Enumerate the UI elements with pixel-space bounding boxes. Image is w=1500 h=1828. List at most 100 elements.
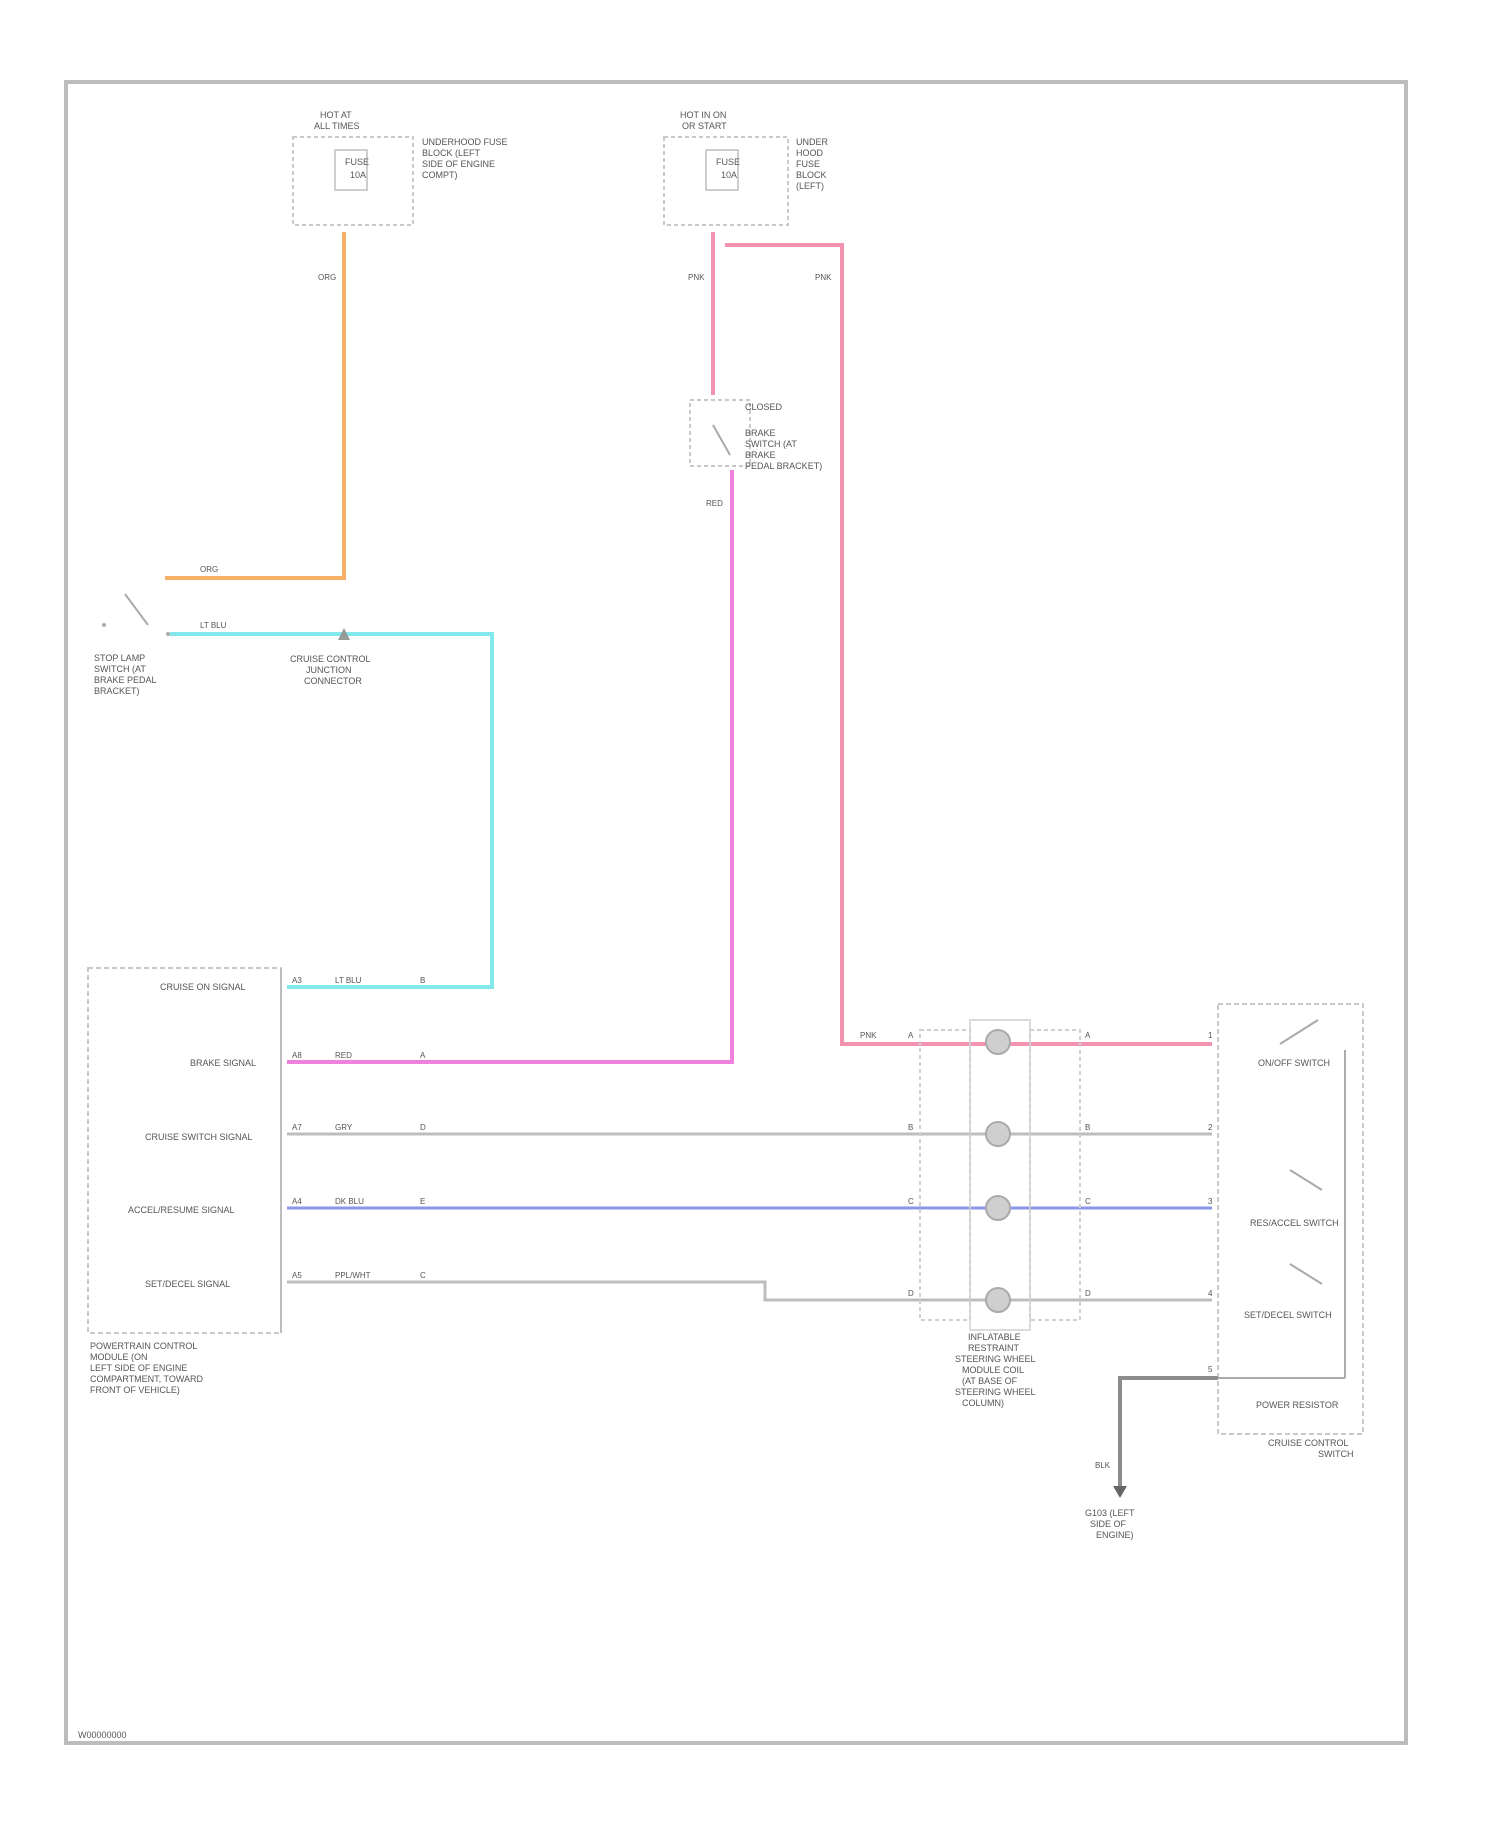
pcm-pin-label-2: BRAKE SIGNAL [190, 1058, 256, 1068]
clock-spring-coil-4 [986, 1288, 1010, 1312]
brake-switch-label-4: BRAKE [745, 450, 776, 460]
ground-symbol [1113, 1486, 1127, 1498]
wire-label-ground: BLK [1095, 1461, 1111, 1470]
wire-label-cyan-top: LT BLU [200, 621, 227, 630]
setdecel-switch-label: SET/DECEL SWITCH [1244, 1310, 1332, 1320]
wire-pink-right [725, 245, 1212, 1044]
sw-pin-5: 5 [1208, 1365, 1213, 1374]
pcm-conn-5: C [420, 1271, 426, 1280]
junction-connector-label-3: CONNECTOR [304, 676, 362, 686]
fuse-right-side-2: HOOD [796, 148, 824, 158]
junction-connector-label-1: CRUISE CONTROL [290, 654, 371, 664]
pcm-label-4: COMPARTMENT, TOWARD [90, 1374, 204, 1384]
cruise-switch-label-1: CRUISE CONTROL [1268, 1438, 1349, 1448]
clock-spring-right-conn [1030, 1030, 1080, 1320]
wire-label-pink-right: PNK [860, 1031, 877, 1040]
clock-spring-pin-a: A [908, 1031, 914, 1040]
clock-spring-coil-2 [986, 1122, 1010, 1146]
clock-spring-pin-b2: B [1085, 1123, 1090, 1132]
fuse-left-side-2: BLOCK (LEFT [422, 148, 481, 158]
clock-spring-pin-c: C [908, 1197, 914, 1206]
wire-label-gray: GRY [335, 1123, 353, 1132]
pcm-pin-label-4: ACCEL/RESUME SIGNAL [128, 1205, 235, 1215]
brake-switch-label-1: CLOSED [745, 402, 783, 412]
stop-lamp-switch-pivot [102, 623, 106, 627]
wire-label-orange-vertical: ORG [318, 273, 336, 282]
pcm-label-2: MODULE (ON [90, 1352, 148, 1362]
footer-code: W00000000 [78, 1730, 127, 1740]
clock-spring-pin-d: D [908, 1289, 914, 1298]
wire-label-pink-left-vertical: PNK [688, 273, 705, 282]
pcm-pin-label-5: SET/DECEL SIGNAL [145, 1279, 230, 1289]
wire-orange [165, 232, 344, 578]
pcm-pin-label-3: CRUISE SWITCH SIGNAL [145, 1132, 253, 1142]
clock-spring-label-4: MODULE COIL [962, 1365, 1024, 1375]
brake-switch-label-2: BRAKE [745, 428, 776, 438]
power-resistor-label: POWER RESISTOR [1256, 1400, 1339, 1410]
cruise-switch-label-2: SWITCH [1318, 1449, 1354, 1459]
clock-spring-label-7: COLUMN) [962, 1398, 1004, 1408]
clock-spring-pin-d2: D [1085, 1289, 1091, 1298]
cruise-control-switch: ON/OFF SWITCH RES/ACCEL SWITCH SET/DECEL… [1208, 1004, 1363, 1459]
wire-label-brake-sw-out: RED [706, 499, 723, 508]
pcm-pin-4: A4 [292, 1197, 302, 1206]
pcm-conn-1: B [420, 976, 425, 985]
pcm-conn-4: E [420, 1197, 425, 1206]
fuse-left-header-2: ALL TIMES [314, 121, 360, 131]
clock-spring-pin-a2: A [1085, 1031, 1091, 1040]
fuse-left-side-1: UNDERHOOD FUSE [422, 137, 508, 147]
pcm-conn-2: A [420, 1051, 426, 1060]
clock-spring-body [970, 1020, 1030, 1330]
fuse-left-inside-2: 10A [350, 170, 366, 180]
brake-switch: CLOSED BRAKE SWITCH (AT BRAKE PEDAL BRAC… [690, 400, 822, 471]
sw-pin-2: 2 [1208, 1123, 1213, 1132]
clock-spring-pin-b: B [908, 1123, 913, 1132]
junction-connector: CRUISE CONTROL JUNCTION CONNECTOR [290, 628, 371, 686]
stop-lamp-label-1: STOP LAMP [94, 653, 145, 663]
junction-connector-label-2: JUNCTION [306, 665, 352, 675]
sw-pin-1: 1 [1208, 1031, 1213, 1040]
fuse-right-header-1: HOT IN ON [680, 110, 726, 120]
wire-label-blue: DK BLU [335, 1197, 364, 1206]
stop-lamp-label-4: BRACKET) [94, 686, 140, 696]
stop-lamp-switch-contact [166, 632, 170, 636]
stop-lamp-switch: STOP LAMP SWITCH (AT BRAKE PEDAL BRACKET… [94, 594, 170, 696]
clock-spring-left-conn [920, 1030, 970, 1320]
pcm-conn-3: D [420, 1123, 426, 1132]
wire-label-brake-bottom: RED [335, 1051, 352, 1060]
brake-switch-box [690, 400, 750, 466]
wire-cyan [170, 634, 492, 987]
stop-lamp-label-3: BRAKE PEDAL [94, 675, 157, 685]
onoff-switch-blade [1280, 1020, 1318, 1044]
onoff-switch-label: ON/OFF SWITCH [1258, 1058, 1330, 1068]
fuse-right-side-5: (LEFT) [796, 181, 824, 191]
fuse-left-inside-1: FUSE [345, 157, 369, 167]
wire-purple-set [287, 1282, 1212, 1300]
clock-spring-label-6: STEERING WHEEL [955, 1387, 1036, 1397]
sw-pin-4: 4 [1208, 1289, 1213, 1298]
wire-magenta [287, 470, 732, 1062]
pcm-pin-5: A5 [292, 1271, 302, 1280]
pcm-pin-1: A3 [292, 976, 302, 985]
ground-label-3: ENGINE) [1096, 1530, 1134, 1540]
fuse-left-side-3: SIDE OF ENGINE [422, 159, 495, 169]
pcm-label-5: FRONT OF VEHICLE) [90, 1385, 180, 1395]
diagram-frame [66, 82, 1406, 1743]
powertrain-control-module: CRUISE ON SIGNAL BRAKE SIGNAL CRUISE SWI… [88, 968, 426, 1395]
brake-switch-label-5: PEDAL BRACKET) [745, 461, 822, 471]
sw-pin-3: 3 [1208, 1197, 1213, 1206]
stop-lamp-label-2: SWITCH (AT [94, 664, 146, 674]
pcm-label-1: POWERTRAIN CONTROL [90, 1341, 197, 1351]
brake-switch-label-3: SWITCH (AT [745, 439, 797, 449]
clock-spring: A B C D A B C D INFLATABLE RESTRAINT STE… [908, 1020, 1091, 1408]
stop-lamp-switch-blade [125, 594, 148, 625]
clock-spring-coil-3 [986, 1196, 1010, 1220]
fuse-left: HOT AT ALL TIMES FUSE 10A UNDERHOOD FUSE… [293, 110, 508, 225]
clock-spring-pin-c2: C [1085, 1197, 1091, 1206]
wire-ground [1120, 1378, 1218, 1490]
fuse-right-side-3: FUSE [796, 159, 820, 169]
fuse-right-header-2: OR START [682, 121, 727, 131]
fuse-right-inside-2: 10A [721, 170, 737, 180]
clock-spring-label-1: INFLATABLE [968, 1332, 1021, 1342]
